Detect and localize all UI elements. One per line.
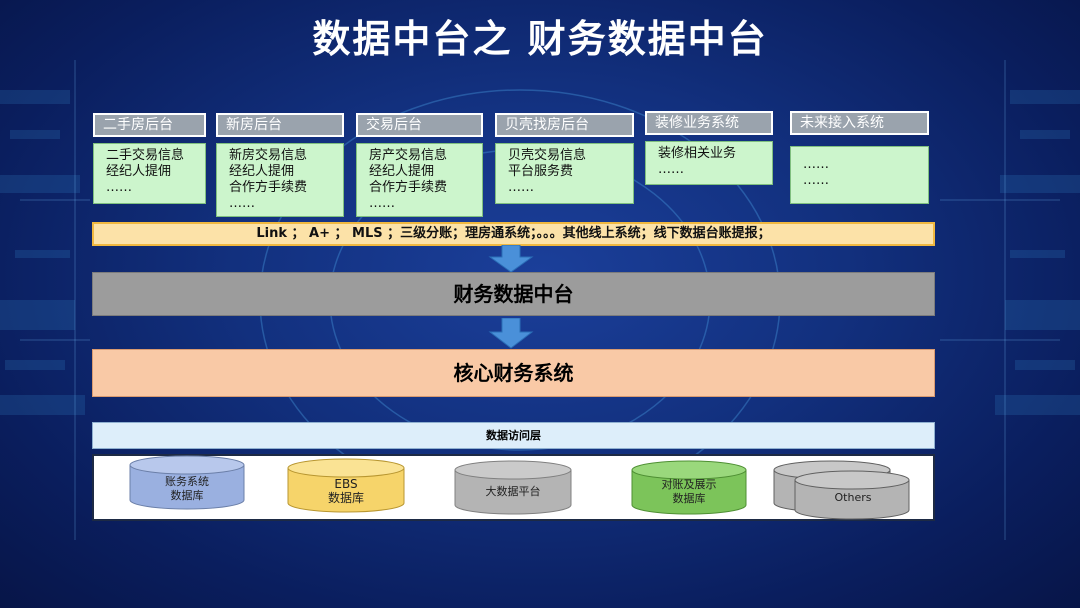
system-line: 平台服务费 bbox=[508, 164, 574, 179]
database-label-bigdata: 大数据平台 bbox=[486, 485, 541, 499]
system-line: 经纪人提佣 bbox=[229, 164, 295, 179]
system-header-ershoufang: 二手房后台 bbox=[93, 113, 206, 137]
system-card-zhuangxiu: 装修相关业务 …… bbox=[645, 141, 773, 185]
database-icon bbox=[129, 455, 245, 510]
database-label-line: 数据库 bbox=[327, 491, 365, 505]
finance-data-platform: 财务数据中台 bbox=[92, 272, 935, 316]
system-line: …… bbox=[803, 173, 829, 188]
system-line: …… bbox=[508, 180, 534, 195]
database-label-line: 大数据平台 bbox=[485, 485, 541, 498]
system-line: …… bbox=[106, 180, 132, 195]
database-label-others: Others bbox=[835, 491, 872, 505]
system-line: …… bbox=[803, 157, 829, 172]
database-icon bbox=[631, 460, 747, 515]
system-line: 贝壳交易信息 bbox=[508, 148, 587, 163]
page-title: 数据中台之 财务数据中台 bbox=[312, 17, 768, 61]
database-label-zhangwu: 账务系统 数据库 bbox=[165, 475, 209, 503]
system-header-jiaoyi: 交易后台 bbox=[356, 113, 483, 137]
database-label-line: 账务系统 bbox=[165, 475, 209, 488]
system-card-future: …… …… bbox=[790, 146, 929, 204]
system-header-future: 未来接入系统 bbox=[790, 111, 929, 135]
system-card-jiaoyi: 房产交易信息 经纪人提佣 合作方手续费 …… bbox=[356, 143, 483, 217]
system-line: 二手交易信息 bbox=[106, 148, 185, 163]
system-line: …… bbox=[369, 196, 395, 211]
database-label-line: EBS bbox=[334, 477, 358, 491]
system-header-xinfang: 新房后台 bbox=[216, 113, 344, 137]
system-card-ershoufang: 二手交易信息 经纪人提佣 …… bbox=[93, 143, 206, 204]
system-line: 经纪人提佣 bbox=[106, 164, 172, 179]
system-line: 装修相关业务 bbox=[658, 146, 737, 161]
system-line: 合作方手续费 bbox=[369, 180, 448, 195]
system-line: …… bbox=[658, 162, 684, 177]
database-icon bbox=[287, 458, 405, 513]
system-header-beike: 贝壳找房后台 bbox=[495, 113, 634, 137]
system-line: 新房交易信息 bbox=[229, 148, 308, 163]
down-arrow-icon bbox=[488, 318, 534, 349]
system-line: 房产交易信息 bbox=[369, 148, 448, 163]
down-arrow-icon bbox=[488, 245, 534, 273]
database-icon bbox=[773, 460, 910, 520]
database-label-line: 数据库 bbox=[672, 492, 706, 505]
database-label-ebs: EBS 数据库 bbox=[328, 477, 364, 505]
system-line: …… bbox=[229, 196, 255, 211]
database-label-line: 数据库 bbox=[170, 489, 204, 502]
database-icon bbox=[454, 460, 572, 515]
system-header-zhuangxiu: 装修业务系统 bbox=[645, 111, 773, 135]
system-line: 经纪人提佣 bbox=[369, 164, 435, 179]
data-access-layer: 数据访问层 bbox=[92, 422, 935, 449]
database-label-line: Others bbox=[834, 491, 872, 504]
system-card-xinfang: 新房交易信息 经纪人提佣 合作方手续费 …… bbox=[216, 143, 344, 217]
system-card-beike: 贝壳交易信息 平台服务费 …… bbox=[495, 143, 634, 204]
database-label-duizhang: 对账及展示 数据库 bbox=[662, 478, 717, 506]
system-line: 合作方手续费 bbox=[229, 180, 308, 195]
database-label-line: 对账及展示 bbox=[661, 478, 717, 491]
core-finance-system: 核心财务系统 bbox=[92, 349, 935, 397]
